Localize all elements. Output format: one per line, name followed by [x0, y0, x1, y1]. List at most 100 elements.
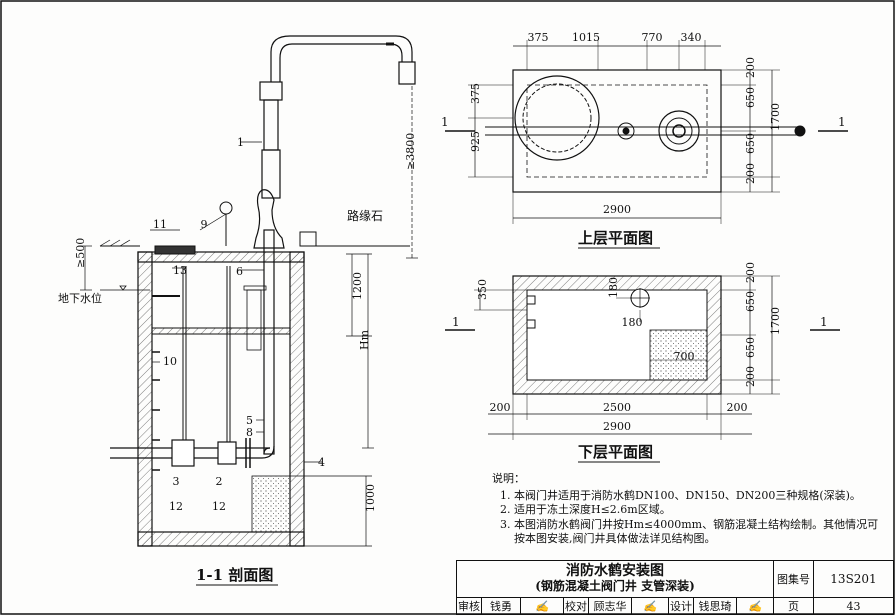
review-label: 审核	[456, 597, 482, 615]
frost-dim: ≥500	[74, 238, 87, 268]
svg-text:3: 3	[173, 475, 180, 488]
upper-dim-top-1: 1015	[572, 31, 600, 44]
atlas-label: 图集号	[773, 560, 814, 598]
reviewer-signature: ✍	[520, 597, 564, 615]
well-floor	[137, 531, 305, 547]
svg-text:9: 9	[201, 218, 208, 231]
design-label: 设计	[668, 597, 694, 615]
notes-list: 本阀门井适用于消防水鹤DN100、DN150、DN200三种规格(深装)。 适用…	[514, 489, 882, 547]
note-item: 本图消防水鹤阀门井按Hm≤4000mm、钢筋混凝土结构绘制。其他情况可按本图安装…	[514, 518, 882, 547]
upper-dim-top-2: 770	[642, 31, 663, 44]
designer: 钱思琦	[693, 597, 737, 615]
svg-text:11: 11	[153, 218, 167, 231]
lower-dim-right-0: 200	[744, 262, 757, 283]
svg-text:8: 8	[246, 426, 253, 439]
well-wall-right	[289, 251, 305, 547]
upper-dim-right-3: 200	[744, 163, 757, 184]
note-item: 适用于冻土深度H≤2.6m区域。	[514, 503, 882, 518]
upper-dim-left-1: 925	[469, 131, 482, 152]
upper-chamber-dim: 1200	[351, 272, 364, 300]
notes: 说明： 本阀门井适用于消防水鹤DN100、DN150、DN200三种规格(深装)…	[492, 472, 882, 547]
upper-plan-outline	[512, 69, 722, 193]
curb-stone	[299, 231, 317, 247]
upper-dim-right-0: 200	[744, 57, 757, 78]
upper-dim-width: 2900	[603, 203, 631, 216]
designer-signature: ✍	[736, 597, 774, 615]
well-top-slab	[137, 251, 305, 263]
drawing-title: 消防水鹤安装图	[566, 563, 664, 579]
lower-dim-left-0: 350	[476, 279, 489, 300]
lower-dim-width: 2900	[603, 420, 631, 433]
upper-plan-title: 上层平面图	[578, 229, 653, 247]
check-label: 校对	[563, 597, 589, 615]
handwheel-symbol	[617, 122, 635, 140]
svg-text:5: 5	[246, 414, 253, 427]
page-label: 页	[773, 597, 814, 615]
note-item: 本阀门井适用于消防水鹤DN100、DN150、DN200三种规格(深装)。	[514, 489, 882, 504]
checker-signature: ✍	[631, 597, 669, 615]
gravel-bed	[251, 475, 291, 533]
gate-valve-2	[217, 441, 237, 465]
notes-heading: 说明：	[492, 472, 525, 485]
intermediate-slab	[151, 327, 291, 335]
upper-plan-text: 375 1015 770 340 375 925 200 650 650 200…	[441, 31, 846, 249]
lower-section-mark-left: 1	[452, 315, 460, 329]
section-view	[80, 35, 418, 547]
lower-dim-bottom-0: 200	[490, 401, 511, 414]
riser-pipe	[263, 229, 275, 455]
lower-plan	[445, 275, 840, 440]
upper-dim-top-0: 375	[528, 31, 549, 44]
well-wall-left	[137, 251, 153, 547]
lower-plan-title: 下层平面图	[578, 443, 653, 461]
upper-dim-right-1: 650	[744, 87, 757, 108]
lower-section-mark-right: 1	[820, 315, 828, 329]
section-title: 1-1 剖面图	[196, 566, 273, 584]
reviewer: 钱勇	[481, 597, 521, 615]
crane-height-dim: ≥3800	[404, 133, 417, 170]
upper-manhole-outer	[514, 75, 600, 161]
upper-section-mark-right: 1	[838, 115, 846, 129]
crane-arm	[270, 35, 413, 62]
section-view-text: 1 6 5 8 4 11 9 13 10 3 2 12 12 路缘石 地下水位 …	[58, 133, 417, 586]
lower-dim-inner-0: 180	[607, 277, 620, 298]
svg-text:6: 6	[236, 265, 243, 278]
checker: 顾志华	[588, 597, 632, 615]
crane-nozzle	[398, 61, 416, 85]
lower-dim-inner-1: 180	[622, 316, 643, 329]
lower-dim-right-3: 200	[744, 366, 757, 387]
crane-body	[261, 149, 281, 199]
lower-dim-right-total: 1700	[769, 307, 782, 335]
svg-text:12: 12	[169, 500, 183, 513]
manhole-cover	[154, 245, 196, 255]
svg-text:10: 10	[163, 355, 177, 368]
upper-dim-right-2: 650	[744, 133, 757, 154]
upper-section-mark-left: 1	[441, 115, 449, 129]
upper-dim-right-total: 1700	[769, 103, 782, 131]
svg-text:12: 12	[212, 500, 226, 513]
upper-dim-left-0: 375	[469, 83, 482, 104]
svg-text:13: 13	[173, 264, 187, 277]
lower-dim-right-2: 650	[744, 337, 757, 358]
height-dim: Hm	[358, 329, 371, 350]
svg-text:4: 4	[318, 456, 325, 469]
drawing-subtitle: (钢筋混凝土阀门井 支管深装)	[535, 579, 695, 593]
svg-text:2: 2	[216, 475, 223, 488]
curb-stone-label: 路缘石	[347, 208, 383, 223]
title-cell: 消防水鹤安装图 (钢筋混凝土阀门井 支管深装)	[456, 560, 774, 598]
title-block: 消防水鹤安装图 (钢筋混凝土阀门井 支管深装) 图集号 13S201 审核 钱勇…	[456, 560, 894, 615]
lower-gravel	[649, 329, 708, 381]
lower-depth-dim: 1000	[364, 484, 377, 512]
lower-dim-inner-2: 700	[674, 350, 695, 363]
gate-valve-3	[171, 439, 195, 467]
groundwater-label: 地下水位	[58, 291, 102, 305]
svg-text:1: 1	[237, 136, 244, 149]
page-number: 43	[813, 597, 894, 615]
lower-dim-right-1: 650	[744, 291, 757, 312]
upper-dim-top-3: 340	[681, 31, 702, 44]
upper-plan	[445, 40, 848, 224]
atlas-number: 13S201	[813, 560, 894, 598]
lower-plan-text: 350 180 180 700 200 650 650 200 1700 200…	[452, 262, 828, 463]
